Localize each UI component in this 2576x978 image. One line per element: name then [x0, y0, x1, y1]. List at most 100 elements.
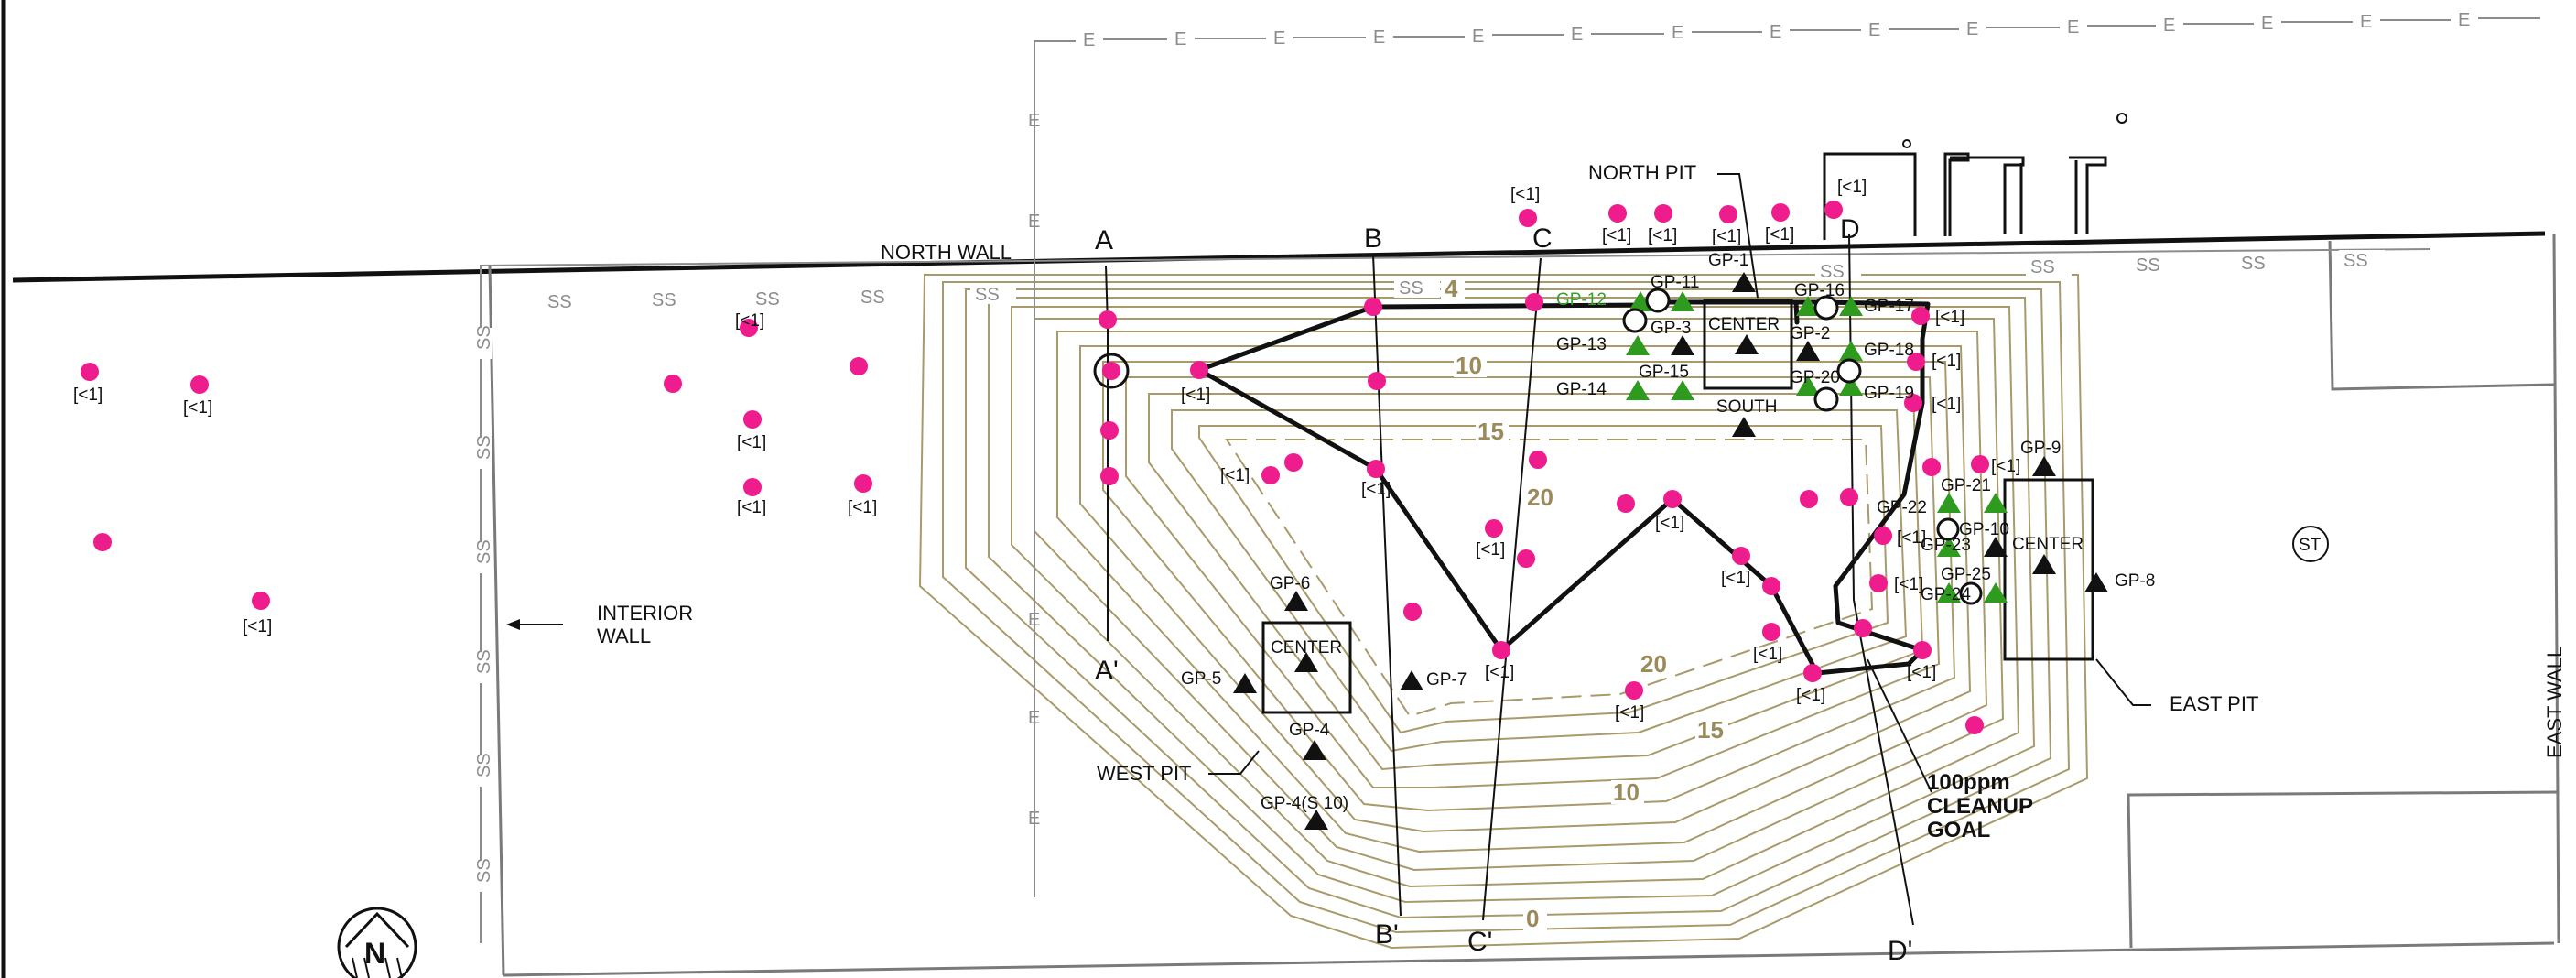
contour-line — [988, 297, 2036, 904]
open-probe-marker — [1836, 358, 1862, 384]
probe-label-gp4: GP-4 — [1289, 721, 1330, 740]
sample-point — [1261, 466, 1280, 484]
sample-point — [1529, 451, 1547, 469]
east-pit-open-probes — [1936, 517, 1983, 605]
section-line-a — [1105, 265, 1109, 641]
sewer-code: SS — [1820, 262, 1845, 282]
interior-wall-label-line2: WALL — [597, 625, 651, 647]
sewer-code: SS — [474, 649, 494, 674]
result-label: [<1] — [1897, 528, 1926, 548]
result-label: [<1] — [1932, 352, 1961, 371]
north-pit-probes — [1626, 272, 1863, 437]
north-wall-label: NORTH WALL — [881, 241, 1012, 264]
sample-point — [1517, 549, 1535, 568]
north-pit-open-probes — [1622, 288, 1862, 412]
result-label: [<1] — [848, 498, 877, 517]
open-probe-marker — [1813, 386, 1839, 412]
result-label: [<1] — [1648, 226, 1677, 245]
north-structure — [1823, 152, 2107, 240]
open-probe-marker — [1645, 288, 1671, 313]
sewer-code: SS — [474, 753, 494, 777]
probe-label-gp14: GP-14 — [1556, 380, 1607, 399]
north-arrow-label: N — [364, 937, 385, 970]
electric-code: E — [1373, 27, 1385, 48]
probe-label-gp5: GP-5 — [1181, 669, 1221, 689]
sample-point — [1971, 455, 1989, 473]
electric-code: E — [1672, 23, 1683, 43]
sewer-code: SS — [860, 288, 885, 308]
probe-label-gp8: GP-8 — [2115, 571, 2155, 591]
sample-point — [1663, 490, 1682, 508]
electric-code: E — [2163, 16, 2175, 36]
result-label: [<1] — [1655, 514, 1684, 533]
contour-label: 10 — [1613, 778, 1640, 806]
contour-label: 10 — [1456, 352, 1482, 379]
sample-point — [1190, 361, 1208, 379]
sample-point — [1803, 664, 1822, 682]
contour-line — [1102, 361, 1956, 812]
contour-label: 20 — [1527, 484, 1553, 511]
section-label-c-prime: C' — [1467, 927, 1492, 957]
section-label-b-prime: B' — [1375, 919, 1399, 950]
sewer-code: SS — [474, 435, 494, 460]
electric-line-labels: E E E E E E E E E E E E E E E E E E E E — [1028, 10, 2470, 829]
electric-code: E — [2261, 14, 2273, 34]
north-wall — [12, 231, 2546, 283]
electric-line — [1034, 17, 2540, 897]
sewer-code: SS — [2343, 251, 2368, 271]
sample-point — [1492, 641, 1510, 659]
sewer-code: SS — [1399, 278, 1423, 299]
electric-code: E — [1571, 25, 1583, 45]
result-label: [<1] — [1712, 227, 1741, 246]
sample-point — [1364, 298, 1382, 316]
sample-point — [1100, 467, 1119, 485]
north-pit-center-label: CENTER — [1708, 315, 1780, 334]
sample-point — [1907, 353, 1925, 371]
sewer-code: SS — [547, 292, 572, 312]
section-label-d-prime: D' — [1888, 936, 1912, 966]
sample-point — [1099, 310, 1117, 329]
section-label-a: A — [1095, 225, 1113, 255]
probe-marker-center — [1294, 652, 1318, 672]
sample-point — [1854, 619, 1872, 637]
result-label: [<1] — [1765, 225, 1794, 244]
east-pit-probes — [1937, 456, 2108, 603]
sample-point — [252, 592, 270, 610]
result-label: [<1] — [1361, 480, 1391, 499]
section-line-b — [1372, 254, 1402, 917]
contour-labels: 4 10 15 20 20 15 10 0 — [1441, 275, 1728, 932]
electric-code: E — [1028, 111, 1040, 131]
probe-label-gp21: GP-21 — [1941, 476, 1991, 495]
open-probe-marker — [1959, 581, 1983, 605]
result-labels: [<1] [<1] [<1] [<1] [<1] [<1] [<1] [<1] … — [73, 178, 2020, 723]
sample-point — [1913, 641, 1932, 659]
sample-point — [1840, 488, 1858, 506]
sample-point — [1732, 547, 1750, 565]
result-label: [<1] — [1615, 703, 1644, 723]
contour-line — [1056, 331, 1988, 853]
probe-label-gp25: GP-25 — [1941, 565, 1991, 584]
result-label: [<1] — [1932, 395, 1961, 414]
contour-label: 4 — [1445, 275, 1458, 302]
probe-label-gp20: GP-20 — [1790, 368, 1840, 387]
electric-code: E — [1028, 809, 1040, 829]
sewer-code: SS — [474, 539, 494, 564]
probe-label-gp23: GP-23 — [1921, 536, 1971, 555]
excavation-boundary — [1197, 299, 1931, 676]
contour-line — [965, 288, 2052, 919]
result-label: [<1] — [243, 617, 272, 636]
electric-code: E — [1966, 19, 1978, 39]
probe-label-gp16: GP-16 — [1794, 281, 1845, 300]
contour-line — [942, 281, 2071, 934]
sample-point — [1824, 201, 1843, 219]
sample-point — [1654, 204, 1672, 223]
probe-marker-gp5 — [1233, 673, 1257, 693]
open-probe-marker — [1813, 295, 1839, 321]
result-label: [<1] — [1721, 569, 1750, 588]
east-pit-label: EAST PIT — [2170, 692, 2258, 715]
sewer-code: SS — [652, 290, 676, 310]
probe-marker-gp4-s10 — [1304, 810, 1328, 830]
result-label: [<1] — [1602, 226, 1631, 245]
sample-point — [1617, 494, 1635, 513]
